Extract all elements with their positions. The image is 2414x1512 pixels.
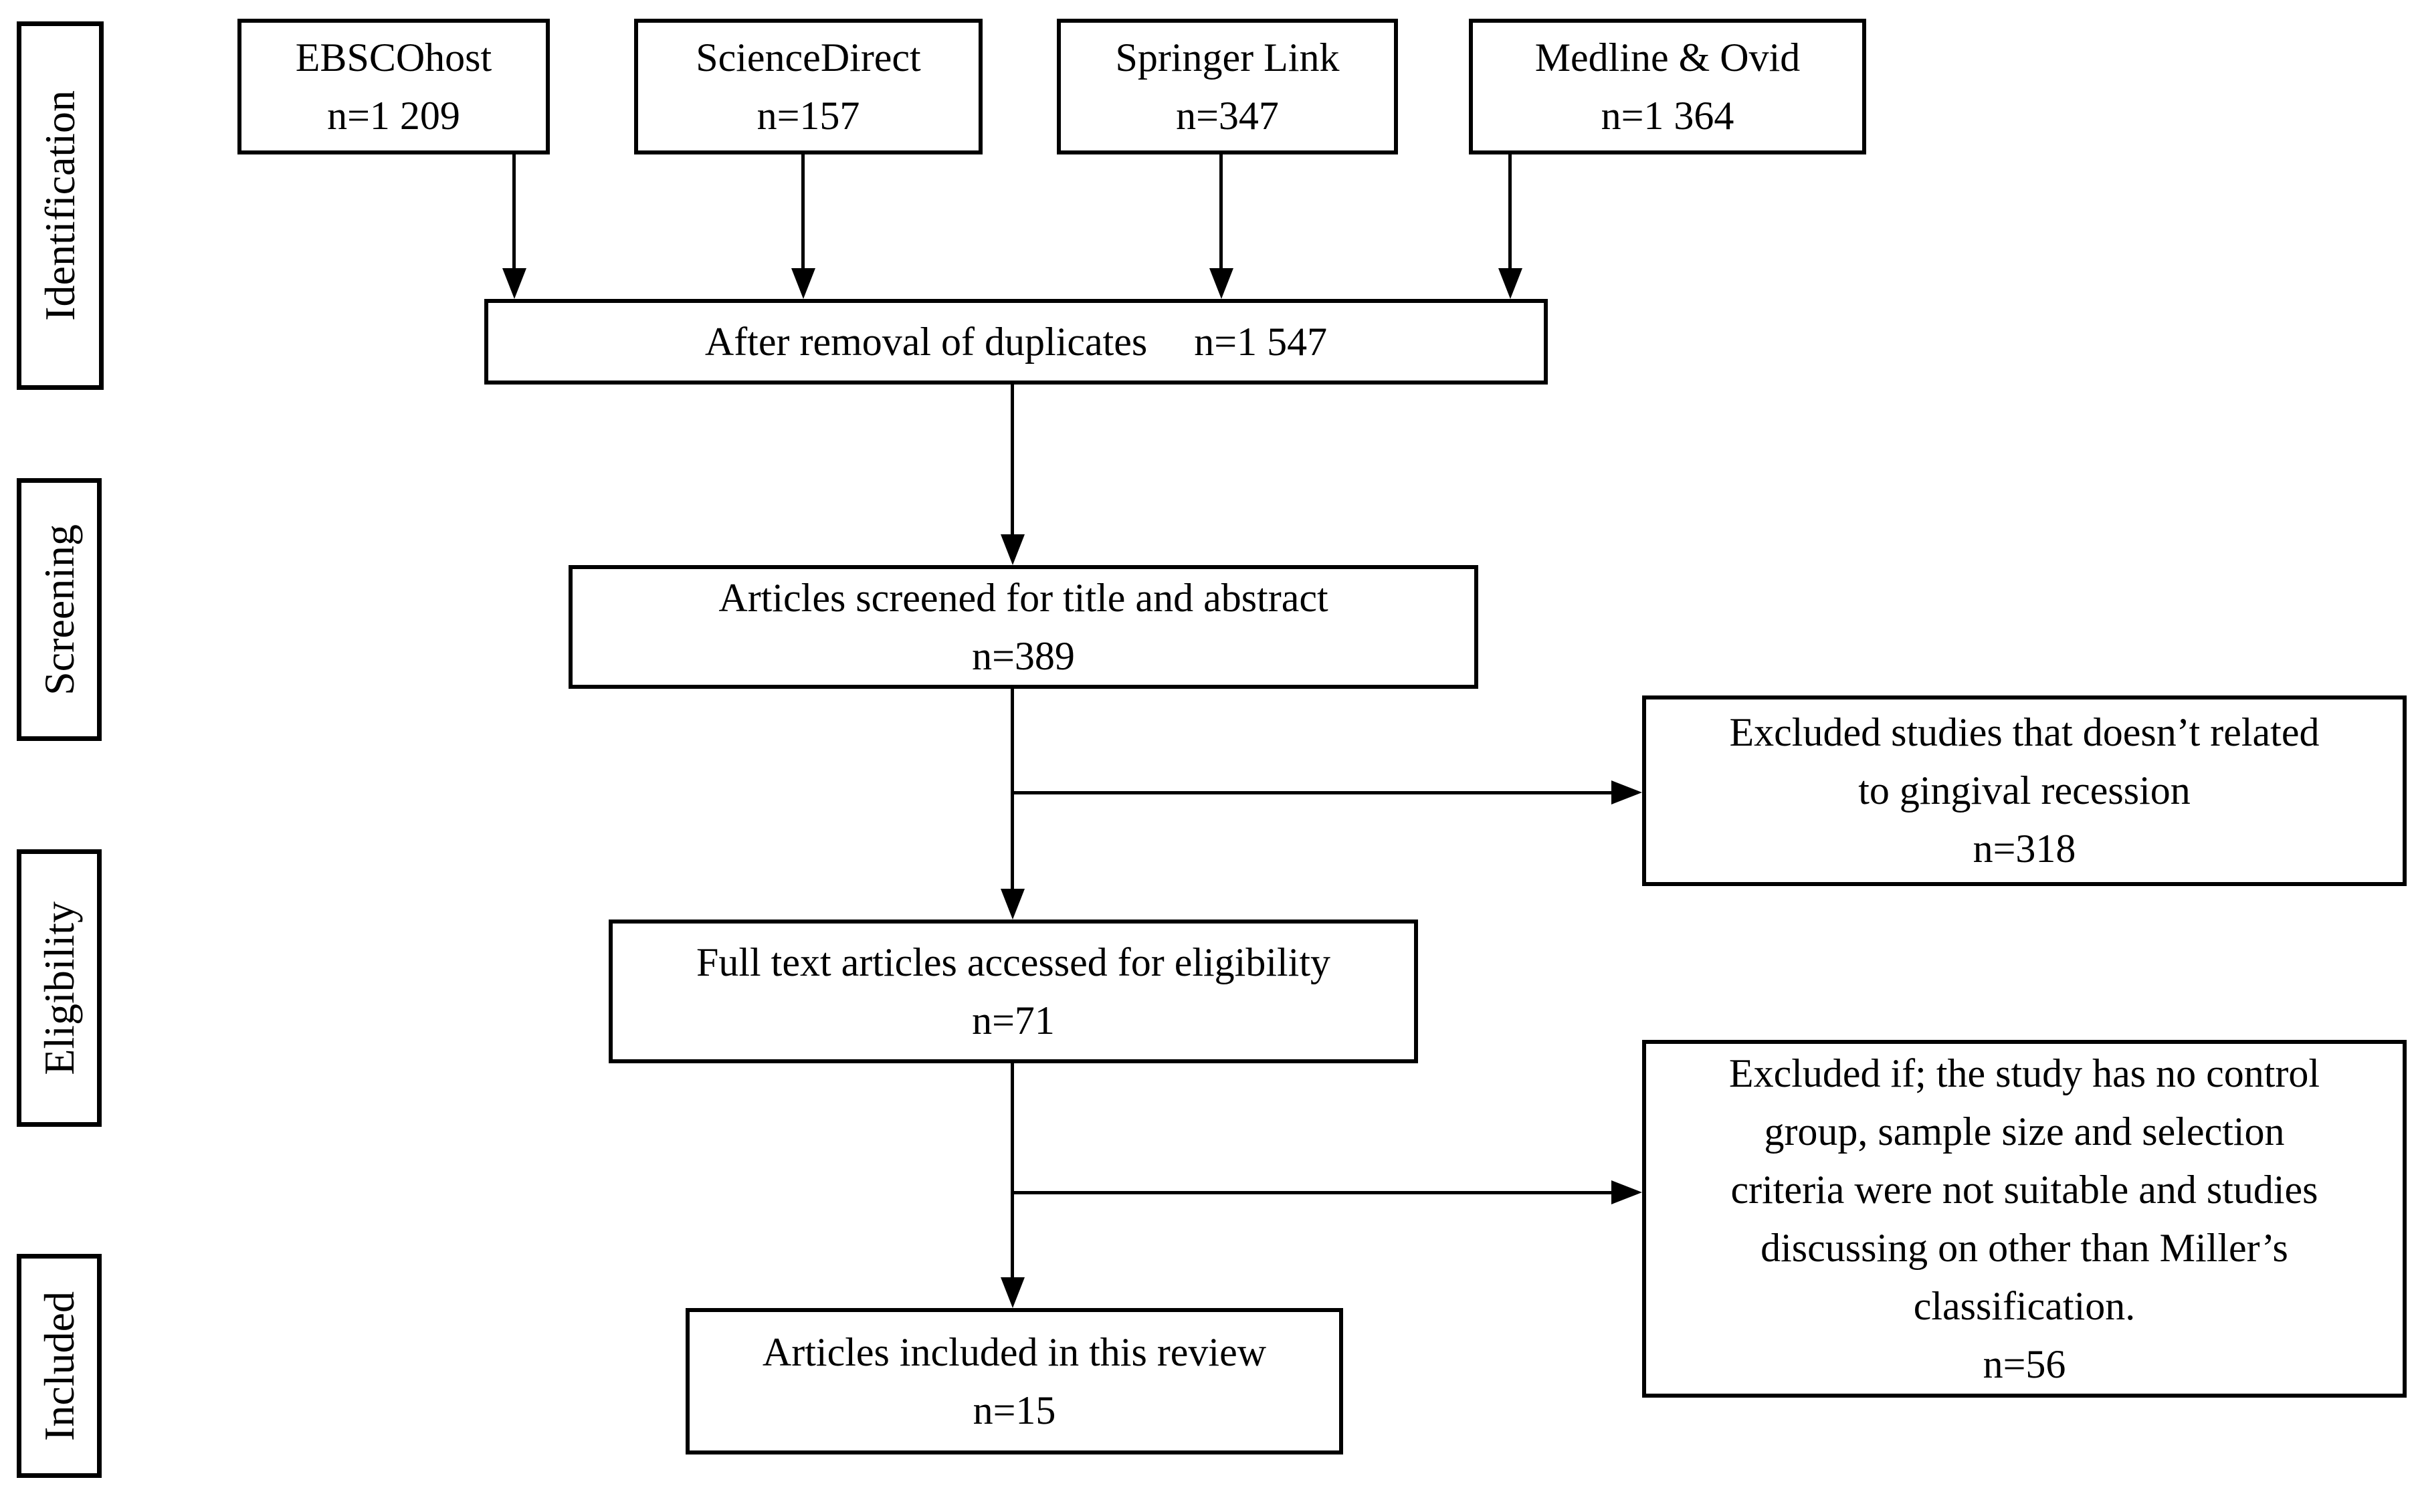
source-box-sciencedirect: ScienceDirect n=157	[634, 19, 983, 154]
screened-box: Articles screened for title and abstract…	[569, 565, 1478, 689]
stage-label-identification: Identification	[36, 90, 84, 321]
excluded-eligibility-count: n=56	[1983, 1341, 2066, 1386]
excluded-screening-line: to gingival recession	[1858, 768, 2191, 813]
source-name: Medline & Ovid	[1534, 35, 1801, 80]
source-name: ScienceDirect	[696, 35, 921, 80]
source-box-medline-ovid: Medline & Ovid n=1 364	[1469, 19, 1866, 154]
excluded-eligibility-line: Excluded if; the study has no control	[1728, 1051, 2320, 1095]
source-count: n=347	[1176, 93, 1279, 138]
arrowhead-down-icon	[1498, 268, 1522, 299]
excluded-eligibility-line: criteria were not suitable and studies	[1730, 1167, 2318, 1212]
arrow-line	[512, 154, 516, 275]
stage-box-included: Included	[17, 1254, 102, 1478]
arrow-line	[1011, 689, 1014, 890]
stage-label-eligibility: Eligibility	[35, 901, 83, 1075]
excluded-screening-line: Excluded studies that doesn’t related	[1729, 710, 2320, 754]
arrow-line	[1011, 791, 1612, 794]
included-count: n=15	[973, 1388, 1056, 1432]
excluded-eligibility-line: group, sample size and selection	[1764, 1109, 2285, 1154]
duplicates-label: After removal of duplicates	[704, 319, 1148, 364]
arrow-line	[1219, 154, 1223, 275]
source-name: EBSCOhost	[295, 35, 492, 80]
stage-box-identification: Identification	[17, 21, 104, 390]
included-label: Articles included in this review	[762, 1329, 1267, 1374]
screened-label: Articles screened for title and abstract	[718, 575, 1328, 620]
stage-box-eligibility: Eligibility	[17, 849, 102, 1127]
excluded-screening-box: Excluded studies that doesn’t related to…	[1642, 695, 2407, 886]
source-count: n=1 209	[327, 93, 460, 138]
included-box: Articles included in this review n=15	[686, 1308, 1343, 1454]
duplicates-count: n=1 547	[1194, 319, 1328, 364]
arrowhead-down-icon	[791, 268, 815, 299]
fulltext-box: Full text articles accessed for eligibil…	[609, 920, 1418, 1063]
stage-label-screening: Screening	[35, 524, 83, 695]
source-name: Springer Link	[1115, 35, 1340, 80]
source-box-ebscohost: EBSCOhost n=1 209	[237, 19, 550, 154]
excluded-screening-count: n=318	[1973, 827, 2076, 871]
stage-label-included: Included	[35, 1291, 83, 1441]
fulltext-count: n=71	[972, 998, 1055, 1043]
source-count: n=157	[757, 93, 860, 138]
excluded-eligibility-line: discussing on other than Miller’s	[1761, 1225, 2288, 1270]
arrow-line	[1011, 385, 1014, 540]
arrowhead-down-icon	[1001, 534, 1025, 565]
fulltext-label: Full text articles accessed for eligibil…	[696, 940, 1331, 984]
arrowhead-down-icon	[1209, 268, 1233, 299]
arrow-line	[1011, 1063, 1014, 1279]
arrowhead-down-icon	[1001, 1277, 1025, 1308]
arrowhead-right-icon	[1611, 1180, 1642, 1204]
excluded-eligibility-line: classification.	[1913, 1283, 2136, 1328]
screened-count: n=389	[972, 633, 1075, 678]
arrowhead-down-icon	[502, 268, 526, 299]
source-box-springer-link: Springer Link n=347	[1057, 19, 1398, 154]
stage-box-screening: Screening	[17, 478, 102, 741]
arrowhead-right-icon	[1611, 780, 1642, 804]
source-count: n=1 364	[1601, 93, 1734, 138]
arrow-line	[1508, 154, 1512, 275]
excluded-eligibility-box: Excluded if; the study has no control gr…	[1642, 1040, 2407, 1398]
arrowhead-down-icon	[1001, 889, 1025, 920]
duplicates-box: After removal of duplicates n=1 547	[484, 299, 1548, 385]
arrow-line	[1011, 1191, 1612, 1194]
arrow-line	[801, 154, 805, 275]
